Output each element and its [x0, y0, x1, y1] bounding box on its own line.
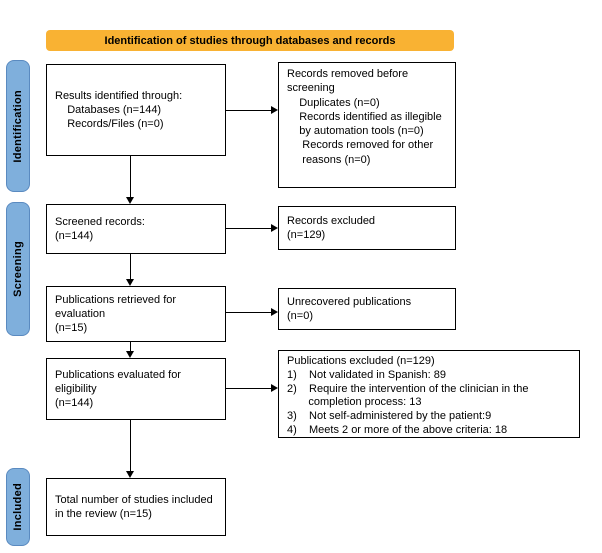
stage-screening-label: Screening [12, 241, 24, 297]
box-records-removed-text: Records removed before screening Duplica… [287, 68, 442, 166]
arrow-evaluated-to-excluded [226, 384, 278, 392]
arrow-results-to-screened [126, 156, 134, 204]
box-screened-records-text: Screened records: (n=144) [55, 215, 145, 242]
box-screened-records: Screened records: (n=144) [46, 204, 226, 254]
stage-identification-label: Identification [12, 89, 24, 163]
arrow-screened-to-retrieved [126, 254, 134, 286]
box-publications-excluded: Publications excluded (n=129) 1) Not val… [278, 350, 580, 438]
arrow-screened-to-excluded [226, 224, 278, 232]
banner-identification-sources: Identification of studies through databa… [46, 30, 454, 51]
box-publications-evaluated-text: Publications evaluated for eligibility (… [55, 368, 181, 410]
box-publications-retrieved: Publications retrieved for evaluation (n… [46, 286, 226, 342]
box-studies-included-text: Total number of studies included in the … [55, 493, 213, 520]
box-unrecovered-publications-text: Unrecovered publications (n=0) [287, 295, 412, 322]
box-results-identified-text: Results identified through: Databases (n… [55, 89, 183, 131]
box-records-excluded-text: Records excluded (n=129) [287, 214, 376, 241]
arrow-retrieved-to-evaluated [126, 342, 134, 358]
box-records-excluded: Records excluded (n=129) [278, 206, 456, 250]
box-results-identified: Results identified through: Databases (n… [46, 64, 226, 156]
stage-identification: Identification [6, 60, 30, 192]
arrow-evaluated-to-included [126, 420, 134, 478]
box-publications-retrieved-text: Publications retrieved for evaluation (n… [55, 293, 177, 335]
box-studies-included: Total number of studies included in the … [46, 478, 226, 536]
box-unrecovered-publications: Unrecovered publications (n=0) [278, 288, 456, 330]
box-publications-evaluated: Publications evaluated for eligibility (… [46, 358, 226, 420]
stage-included: Included [6, 468, 30, 546]
box-records-removed: Records removed before screening Duplica… [278, 62, 456, 188]
arrow-retrieved-to-unrecovered [226, 308, 278, 316]
box-publications-excluded-text: Publications excluded (n=129) 1) Not val… [287, 355, 529, 436]
stage-screening: Screening [6, 202, 30, 336]
arrow-results-to-removed [226, 106, 278, 114]
stage-included-label: Included [12, 483, 24, 531]
